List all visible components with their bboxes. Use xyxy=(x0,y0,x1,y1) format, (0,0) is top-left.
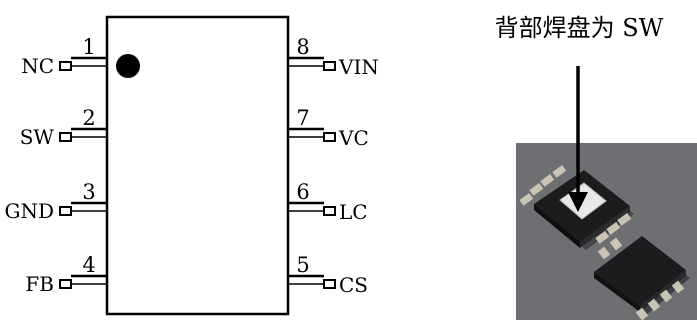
chip-lead xyxy=(595,231,610,244)
underside-lead xyxy=(647,298,661,312)
right-pin-8-number: 8 xyxy=(296,35,309,59)
right-pin-7-terminal xyxy=(323,132,336,142)
right-pin-5: 5 CS xyxy=(288,253,368,297)
left-pin-1-terminal xyxy=(59,61,72,71)
underside-lead xyxy=(609,237,623,251)
chip-lead xyxy=(519,193,534,206)
underside-chip-body xyxy=(594,236,686,306)
left-pin-4: 4 FB xyxy=(25,253,107,296)
left-pin-1: 1 NC xyxy=(21,35,107,78)
right-pin-6: 6 LC xyxy=(288,180,368,224)
right-pin-7-number: 7 xyxy=(296,106,309,130)
right-pin-7: 7 VC xyxy=(288,106,369,150)
left-pin-3-number: 3 xyxy=(82,180,95,204)
chip-lead xyxy=(606,222,621,235)
left-pin-3-terminal xyxy=(59,206,72,216)
right-pin-5-name: CS xyxy=(339,273,368,297)
left-pin-2-number: 2 xyxy=(82,106,95,130)
underside-lead xyxy=(635,307,649,320)
left-pin-4-terminal xyxy=(59,279,72,289)
exposed-pad-chip-edge-right xyxy=(580,206,630,248)
chip-lead xyxy=(540,174,555,187)
right-pin-8-name: VIN xyxy=(338,55,379,79)
right-pin-6-number: 6 xyxy=(296,180,309,204)
underside-lead xyxy=(671,280,685,294)
right-pin-5-terminal xyxy=(323,279,336,289)
right-pin-5-number: 5 xyxy=(296,253,309,277)
exposed-pad-chip-edge xyxy=(534,204,580,248)
right-pin-6-terminal xyxy=(323,206,336,216)
left-pin-4-number: 4 xyxy=(82,253,95,277)
left-pin-1-number: 1 xyxy=(82,35,95,59)
right-pin-8-terminal xyxy=(323,61,336,71)
chip-lead xyxy=(617,213,632,226)
underside-chip xyxy=(594,236,690,320)
left-pin-3-name: GND xyxy=(4,199,54,223)
chip-lead xyxy=(529,183,544,196)
left-pin-3: 3 GND xyxy=(4,180,107,223)
underside-lead xyxy=(659,289,673,303)
left-pin-2-name: SW xyxy=(20,125,55,149)
pin1-marker-dot xyxy=(116,54,140,78)
annotation-arrow-head xyxy=(568,192,588,212)
right-pin-7-name: VC xyxy=(338,126,369,150)
chip-lead xyxy=(552,165,567,178)
left-pin-2-terminal xyxy=(59,132,72,142)
left-pin-4-name: FB xyxy=(25,272,54,296)
left-pin-1-name: NC xyxy=(21,54,54,78)
right-pin-8: 8 VIN xyxy=(288,35,379,79)
package-photo xyxy=(516,143,697,320)
underside-chip-edge xyxy=(594,272,640,312)
exposed-pad-annotation: 背部焊盘为 SW xyxy=(495,14,664,42)
right-pin-6-name: LC xyxy=(339,200,368,224)
left-pin-2: 2 SW xyxy=(20,106,107,149)
underside-lead xyxy=(597,246,611,260)
